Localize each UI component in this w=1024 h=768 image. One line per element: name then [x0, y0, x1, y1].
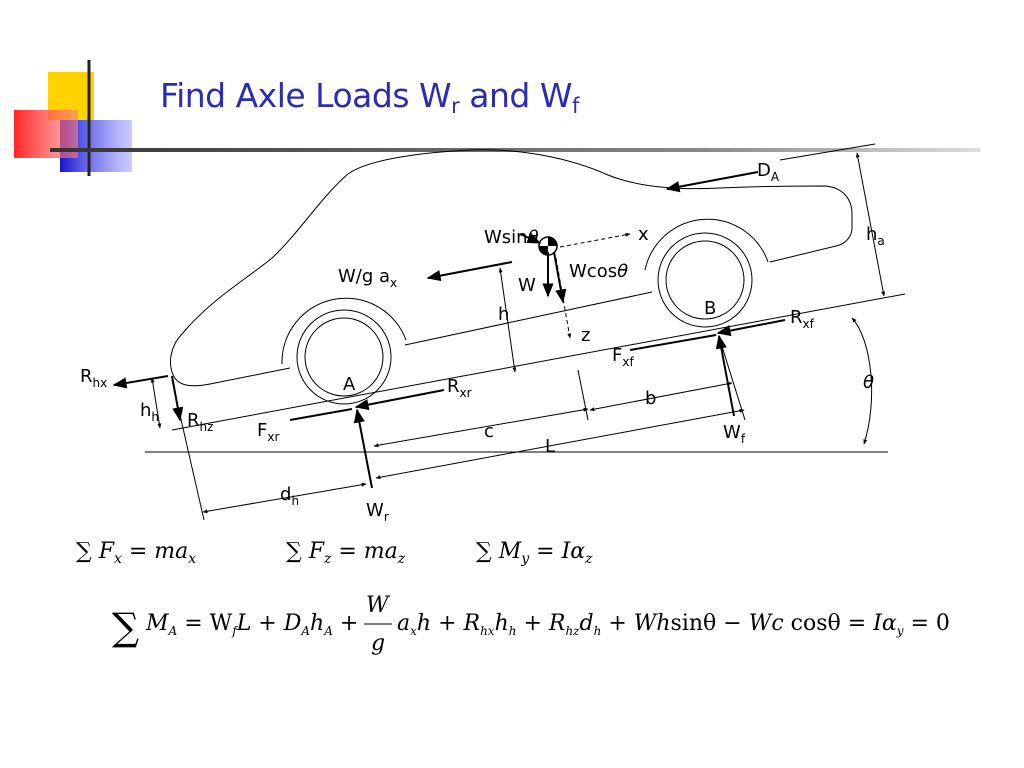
label-Fxr: Fxr — [257, 420, 279, 444]
label-wcos: Wcosθ — [569, 261, 628, 282]
fxf-arrow — [629, 334, 717, 351]
label-x: x — [638, 224, 649, 245]
label-inertia: W/g ax — [338, 266, 397, 290]
label-Rhx: Rhx — [80, 366, 107, 390]
label-theta: θ — [863, 372, 874, 393]
eq-moment-rhs: axh + Rhxhh + Rhzdh + Whsinθ − Wc cosθ =… — [397, 611, 950, 638]
label-hh: hh — [140, 400, 159, 424]
rear-wheel — [281, 297, 407, 405]
h-dimension — [498, 267, 517, 373]
label-L: L — [545, 436, 555, 457]
label-wsin: Wsinθ — [484, 227, 539, 248]
label-z: z — [581, 325, 590, 346]
car-body-outline — [169, 149, 853, 387]
label-Wr: Wr — [366, 500, 389, 524]
theta-arc — [851, 317, 873, 445]
dh-dimension — [202, 482, 367, 514]
eq-moment-lhs: MA = WfL + DAhA + — [145, 611, 358, 638]
label-W: W — [518, 275, 536, 296]
title-rule — [50, 148, 980, 152]
label-dh: dh — [280, 484, 299, 508]
x-axis-arrow — [559, 232, 631, 248]
label-Rhz: Rhz — [187, 410, 213, 434]
label-b: b — [645, 388, 656, 409]
drag-force-arrow — [665, 171, 759, 193]
L-dimension — [375, 408, 745, 480]
hh-dimension — [150, 377, 162, 429]
center-of-gravity-symbol — [538, 236, 558, 256]
eq-frac-den: g — [371, 631, 385, 656]
eq-frac-num: W — [366, 593, 391, 618]
ha-extension — [779, 143, 876, 161]
eq-sum-fx: ∑ Fx = max — [76, 539, 196, 567]
hitch-extension — [171, 379, 205, 521]
eq-sum-fz: ∑ Fz = maz — [286, 539, 406, 567]
label-Rxf: Rxf — [790, 307, 815, 331]
inertial-force-arrow — [426, 261, 513, 282]
label-A: A — [343, 374, 356, 395]
eq-sigma: ∑ — [112, 605, 139, 649]
front-axle-extension — [719, 339, 746, 421]
wr-arrow — [353, 408, 373, 489]
label-Fxf: Fxf — [612, 345, 634, 369]
rhx-arrow — [112, 375, 169, 389]
equilibrium-equations: ∑ Fx = max ∑ Fz = maz ∑ My = Iαz — [76, 539, 593, 567]
label-h: h — [498, 304, 509, 325]
fxr-arrow — [289, 408, 353, 421]
ha-dimension — [855, 152, 886, 297]
eq-sum-my: ∑ My = Iαz — [476, 539, 593, 567]
rxr-arrow — [354, 389, 445, 411]
wsin-arrow — [519, 232, 542, 244]
page-title: Find Axle Loads Wr and Wf — [160, 76, 579, 118]
label-ha: ha — [866, 224, 885, 248]
c-dimension — [373, 407, 589, 448]
b-dimension — [589, 381, 733, 412]
cg-projection-line — [577, 369, 589, 421]
label-c: c — [484, 421, 494, 442]
label-B: B — [704, 298, 716, 319]
label-Rxr: Rxr — [447, 376, 472, 400]
front-wheel — [644, 218, 769, 328]
label-Wf: Wf — [723, 422, 746, 446]
label-DA: DA — [757, 160, 780, 184]
road-incline-line — [171, 293, 906, 431]
wcos-arrow — [553, 251, 567, 304]
rxf-arrow — [716, 319, 786, 337]
moment-equation: ∑ MA = WfL + DAhA + W g axh + Rhxhh + Rh… — [112, 593, 950, 656]
